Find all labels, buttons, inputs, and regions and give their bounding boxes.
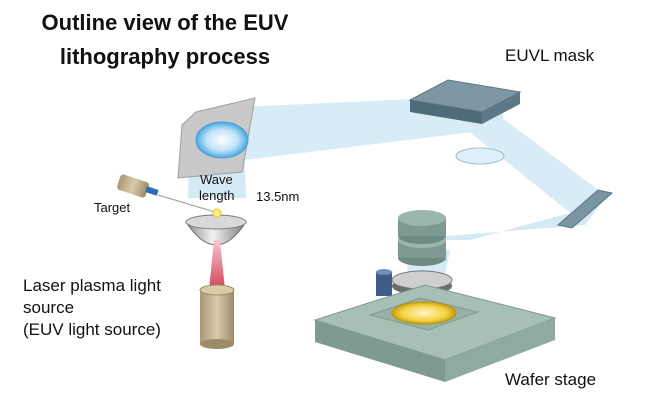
label-wafer-stage: Wafer stage [505,370,597,389]
beam-mask-to-mirror [455,120,605,225]
target-nozzle [117,174,216,213]
euvl-mask [408,79,522,124]
label-wavelength-line-2: length [199,188,235,203]
title-line-1: Outline view of the EUV [41,10,289,35]
label-source-line-2: source [23,298,75,317]
plasma-point [212,208,222,218]
fold-mirror [556,189,614,229]
label-target: Target [94,200,131,215]
beam-mirror-to-optics [395,205,600,240]
collimator-lens [195,121,249,159]
label-wavelength-line-1: Wave [200,172,233,187]
title-line-2: lithography process [59,44,271,69]
laser-source-cylinder [199,284,235,349]
curved-mirror-small [455,147,505,165]
wafer-stage [313,284,557,382]
alignment-sensor [376,269,392,296]
projection-optics [391,210,453,295]
label-euvl-mask: EUVL mask [505,46,595,65]
diagram-title: Outline view of the EUV lithography proc… [0,6,330,74]
label-wavelength-value: 13.5nm [256,189,300,204]
label-source-line-1: Laser plasma light [23,276,161,295]
label-source-line-3: (EUV light source) [23,320,161,339]
wafer [391,301,457,325]
